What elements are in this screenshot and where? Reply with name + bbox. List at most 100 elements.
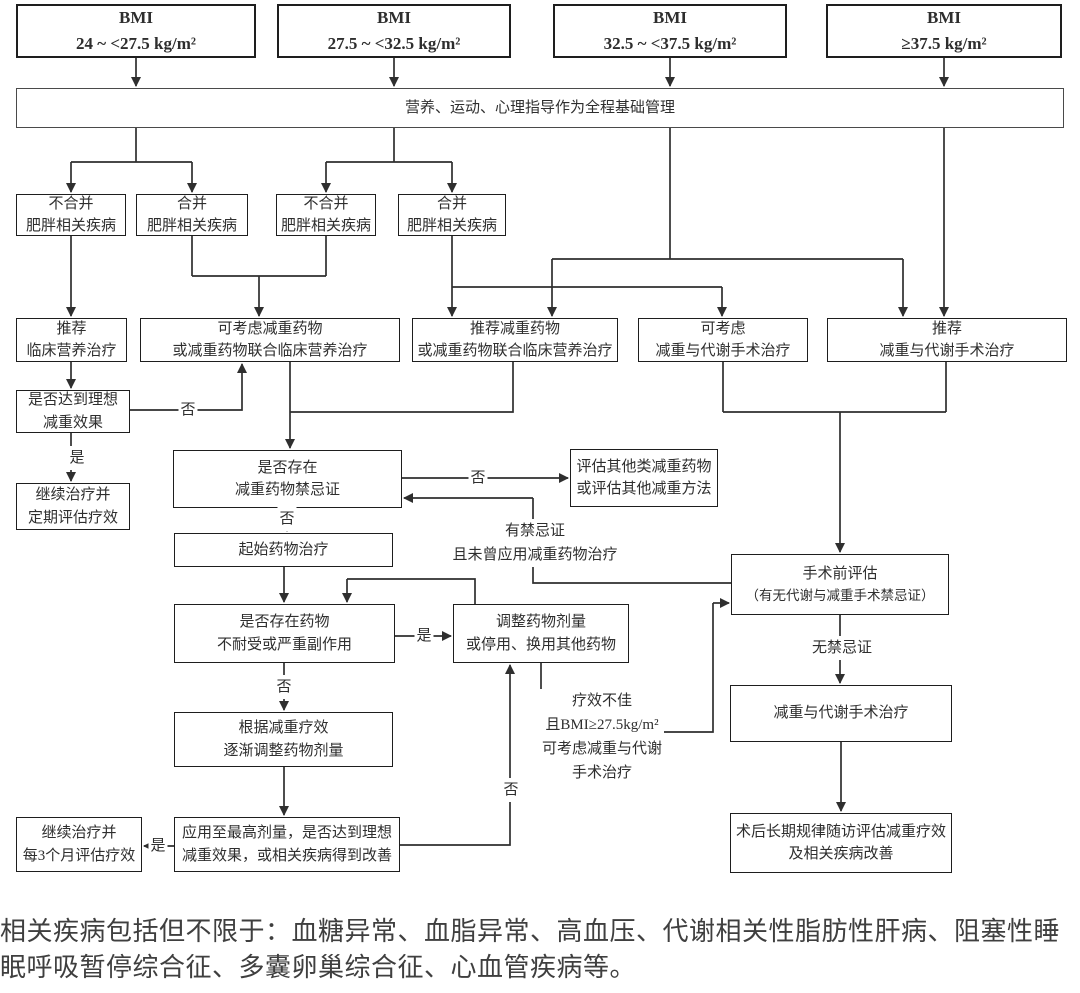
treatment-recommend-surgery: 推荐 减重与代谢手术治疗	[827, 318, 1067, 362]
footnote: 相关疾病包括但不限于：血糖异常、血脂异常、高血压、代谢相关性脂肪性肝病、阻塞性睡…	[0, 914, 1080, 986]
comorbidity-box-3: 不合并 肥胖相关疾病	[276, 194, 376, 236]
treatment-nutrition: 推荐 临床营养治疗	[16, 318, 127, 362]
bmi-range: 24 ~ <27.5 kg/m²	[76, 34, 196, 53]
box-line: 手术前评估	[802, 566, 878, 583]
continue-periodic-box: 继续治疗并 定期评估疗效	[16, 483, 130, 530]
decision-drug-contraindication: 是否存在 减重药物禁忌证	[173, 450, 402, 508]
box-line: 肥胖相关疾病	[280, 218, 371, 234]
treatment-recommend-drug: 推荐减重药物 或减重药物联合临床营养治疗	[412, 318, 618, 362]
box-line: 减重与代谢手术治疗	[773, 705, 909, 722]
bmi-box-1: BMI 24 ~ <27.5 kg/m²	[16, 4, 256, 58]
box-line: 及相关疾病改善	[788, 846, 894, 862]
label-yes-intolerance: 是	[414, 624, 434, 648]
connector	[722, 362, 947, 413]
bmi-box-3: BMI 32.5 ~ <37.5 kg/m²	[553, 4, 787, 58]
box-line: 定期评估疗效	[27, 509, 118, 526]
titrate-drug-box: 根据减重疗效 逐渐调整药物剂量	[174, 712, 393, 767]
box-line: 减重与代谢手术治疗	[879, 343, 1015, 359]
start-drug-box: 起始药物治疗	[174, 533, 393, 567]
comorbidity-box-2: 合并 肥胖相关疾病	[136, 194, 248, 236]
label-no-contra-down: 否	[277, 507, 297, 531]
box-line: 推荐减重药物	[469, 320, 560, 337]
preop-evaluation-box: 手术前评估 （有无代谢与减重手术禁忌证）	[731, 554, 949, 615]
box-line: 应用至最高剂量，是否达到理想	[181, 825, 392, 841]
box-line: 肥胖相关疾病	[25, 218, 116, 234]
bmi-range: 27.5 ~ <32.5 kg/m²	[327, 34, 461, 53]
connector	[71, 128, 192, 163]
label-no-surgery-contra: 无禁忌证	[809, 636, 875, 660]
box-line: 不合并	[303, 195, 349, 212]
box-line: 是否存在	[257, 459, 318, 476]
note-line: 疗效不佳	[571, 693, 633, 709]
base-management-bar: 营养、运动、心理指导作为全程基础管理	[16, 88, 1064, 128]
box-line: 不合并	[48, 195, 94, 212]
box-line: 调整药物剂量	[495, 614, 586, 630]
box-line: 合并	[436, 195, 467, 212]
box-line: 可考虑	[700, 320, 746, 337]
bmi-title: BMI	[653, 7, 687, 27]
box-line: 肥胖相关疾病	[146, 218, 237, 234]
footnote-line: 眠呼吸暂停综合征、多囊卵巢综合征、心血管疾病等。	[0, 953, 637, 982]
bmi-title: BMI	[927, 7, 961, 27]
evaluate-other-drugs-box: 评估其他类减重药物 或评估其他减重方法	[570, 449, 718, 507]
box-line: 继续治疗并	[35, 487, 111, 503]
box-line: 根据减重疗效	[238, 720, 329, 736]
box-line: 或停用、换用其他药物	[465, 636, 616, 653]
box-line: 每3个月评估疗效	[22, 847, 136, 864]
note-line: 且BMI≥27.5kg/m²	[545, 717, 659, 733]
connector	[552, 128, 903, 260]
box-line: 是否存在药物	[239, 614, 330, 630]
treatment-consider-surgery: 可考虑 减重与代谢手术治疗	[638, 318, 808, 362]
box-line: 或减重药物联合临床营养治疗	[417, 343, 613, 359]
connector	[290, 362, 514, 413]
label-no-maxdose: 否	[501, 778, 521, 802]
box-line: 减重与代谢手术治疗	[655, 343, 791, 359]
box-line: 术后长期规律随访评估减重疗效	[735, 823, 946, 840]
box-line: 临床营养治疗	[26, 343, 117, 359]
base-management-text: 营养、运动、心理指导作为全程基础管理	[404, 99, 675, 116]
box-line: 评估其他类减重药物	[576, 458, 712, 475]
continue-3month-box: 继续治疗并 每3个月评估疗效	[16, 817, 142, 872]
decision-max-dose: 应用至最高剂量，是否达到理想 减重效果，或相关疾病得到改善	[174, 817, 400, 872]
adjust-drug-box: 调整药物剂量 或停用、换用其他药物	[453, 604, 629, 663]
label-poor-efficacy-note: 疗效不佳 且BMI≥27.5kg/m² 可考虑减重与代谢 手术治疗	[539, 689, 665, 785]
bmi-title: BMI	[377, 7, 411, 27]
treatment-consider-drug: 可考虑减重药物 或减重药物联合临床营养治疗	[140, 318, 400, 362]
box-line: 肥胖相关疾病	[406, 218, 497, 234]
label-yes-contra: 否	[468, 466, 488, 490]
bmi-title: BMI	[119, 7, 153, 27]
box-line: 逐渐调整药物剂量	[223, 742, 344, 759]
bmi-range: ≥37.5 kg/m²	[901, 34, 987, 53]
decision-drug-intolerance: 是否存在药物 不耐受或严重副作用	[174, 604, 395, 663]
label-no-intolerance: 否	[274, 675, 294, 699]
box-line: （有无代谢与减重手术禁忌证）	[745, 587, 935, 603]
bmi-box-4: BMI ≥37.5 kg/m²	[826, 4, 1062, 58]
connector	[191, 236, 327, 277]
label-yes-ideal: 是	[67, 446, 87, 470]
bmi-box-2: BMI 27.5 ~ <32.5 kg/m²	[277, 4, 511, 58]
box-line: 推荐	[931, 320, 962, 337]
box-line: 减重效果，或相关疾病得到改善	[181, 847, 392, 864]
box-line: 或减重药物联合临床营养治疗	[172, 343, 368, 359]
box-line: 继续治疗并	[41, 825, 117, 841]
box-line: 减重效果	[42, 414, 103, 431]
connector	[347, 578, 476, 604]
box-line: 是否达到理想	[27, 392, 118, 408]
label-no-ideal: 否	[178, 398, 198, 422]
comorbidity-box-4: 合并 肥胖相关疾病	[398, 194, 506, 236]
decision-ideal-effect: 是否达到理想 减重效果	[16, 390, 130, 433]
note-line: 有禁忌证	[504, 523, 566, 539]
label-has-contraindication-note: 有禁忌证 且未曾应用减重药物治疗	[450, 519, 620, 567]
postop-followup-box: 术后长期规律随访评估减重疗效 及相关疾病改善	[730, 813, 952, 873]
box-line: 可考虑减重药物	[217, 320, 323, 337]
note-line: 且未曾应用减重药物治疗	[452, 547, 618, 563]
note-line: 可考虑减重与代谢	[541, 741, 663, 757]
label-yes-maxdose: 是	[148, 834, 168, 858]
connector	[326, 128, 452, 163]
surgery-box: 减重与代谢手术治疗	[730, 685, 952, 742]
box-line: 起始药物治疗	[238, 541, 329, 558]
note-line: 手术治疗	[571, 765, 633, 781]
bmi-range: 32.5 ~ <37.5 kg/m²	[603, 34, 737, 53]
box-line: 减重药物禁忌证	[234, 482, 340, 498]
